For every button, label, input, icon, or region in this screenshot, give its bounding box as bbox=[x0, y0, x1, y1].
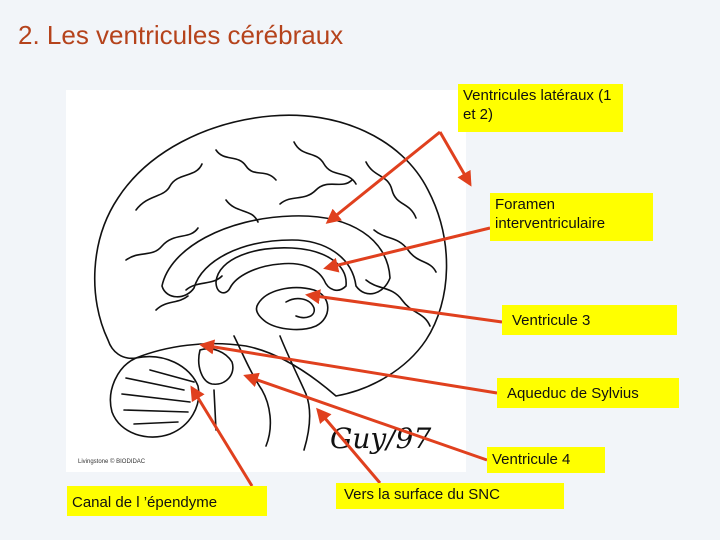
label-ventricule-4: Ventricule 4 bbox=[487, 447, 605, 473]
label-canal-ependyme: Canal de l ’épendyme bbox=[67, 486, 267, 516]
drawing-credit: Livingstone © BIODIDAC bbox=[78, 459, 146, 465]
label-foramen-interventriculaire: Foramen interventriculaire bbox=[490, 193, 653, 241]
artist-signature: Guy/97 bbox=[330, 422, 432, 455]
label-aqueduc-de-sylvius: Aqueduc de Sylvius bbox=[497, 378, 679, 408]
label-ventricules-lateraux: Ventricules latéraux (1 et 2) bbox=[458, 84, 623, 132]
brain-sagittal-drawing bbox=[66, 90, 466, 472]
page-title: 2. Les ventricules cérébraux bbox=[18, 20, 344, 50]
label-surface-snc: Vers la surface du SNC bbox=[336, 483, 564, 509]
brain-outline-svg bbox=[93, 114, 448, 451]
label-ventricule-3: Ventricule 3 bbox=[502, 305, 677, 335]
